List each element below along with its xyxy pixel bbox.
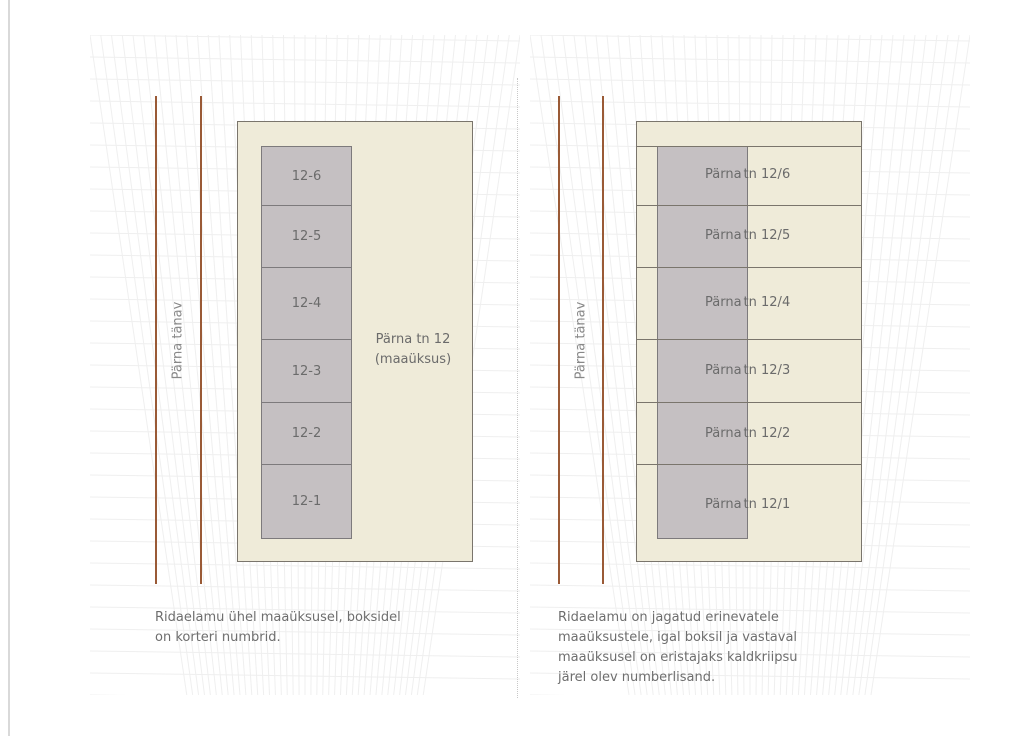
left-road-line-outer bbox=[155, 96, 157, 584]
left-unit-5: 12-5 bbox=[261, 205, 352, 268]
label-part-b: tn 12/5 bbox=[743, 228, 791, 243]
left-parcel-label: Pärna tn 12 (maaüksus) bbox=[358, 330, 468, 370]
label-part-a: Pärna bbox=[705, 363, 742, 378]
unit-label: 12-4 bbox=[291, 296, 322, 311]
left-unit-2: 12-2 bbox=[261, 402, 352, 465]
left-road-line-inner bbox=[200, 96, 202, 584]
caption-line: Ridaelamu ühel maaüksusel, boksidel bbox=[155, 610, 401, 625]
caption-line: maaüksustele, igal boksil ja vastaval bbox=[558, 630, 798, 645]
right-road-line-outer bbox=[558, 96, 560, 584]
parcel-label-line1: Pärna tn 12 bbox=[375, 332, 451, 347]
label-part-a: Pärna bbox=[705, 426, 742, 441]
label-part-a: Pärna bbox=[705, 167, 742, 182]
caption-line: Ridaelamu on jagatud erinevatele bbox=[558, 610, 779, 625]
left-unit-4: 12-4 bbox=[261, 267, 352, 340]
label-part-b: tn 12/3 bbox=[743, 363, 791, 378]
left-unit-3: 12-3 bbox=[261, 339, 352, 403]
right-strip-2 bbox=[636, 402, 862, 465]
label-part-a: Pärna bbox=[705, 497, 742, 512]
caption-line: järel olev numberlisand. bbox=[558, 670, 716, 685]
label-part-b: tn 12/6 bbox=[743, 167, 791, 182]
caption-line: maaüksusel on eristajaks kaldkriipsu bbox=[558, 650, 798, 665]
center-divider bbox=[517, 78, 518, 698]
label-part-a: Pärna bbox=[705, 295, 742, 310]
unit-label: 12-3 bbox=[291, 363, 322, 379]
page-left-rule bbox=[8, 0, 10, 736]
parcel-label-line2: (maaüksus) bbox=[374, 352, 452, 367]
label-part-b: tn 12/1 bbox=[743, 497, 791, 512]
caption-line: on korteri numbrid. bbox=[155, 630, 281, 645]
right-road-line-inner bbox=[602, 96, 604, 584]
left-caption: Ridaelamu ühel maaüksusel, boksidel on k… bbox=[155, 608, 495, 648]
right-gray-column bbox=[657, 146, 748, 539]
left-unit-1: 12-1 bbox=[261, 464, 352, 539]
right-street-label: Pärna tänav bbox=[573, 301, 589, 380]
label-part-b: tn 12/2 bbox=[743, 426, 791, 441]
unit-label: 12-2 bbox=[291, 426, 322, 441]
left-unit-6: 12-6 bbox=[261, 146, 352, 206]
unit-label: 12-5 bbox=[291, 229, 322, 244]
unit-label: 12-6 bbox=[291, 168, 322, 184]
unit-label: 12-1 bbox=[291, 494, 322, 509]
label-part-b: tn 12/4 bbox=[743, 295, 791, 310]
label-part-a: Pärna bbox=[705, 228, 742, 243]
left-street-label: Pärna tänav bbox=[170, 301, 186, 380]
right-caption: Ridaelamu on jagatud erinevatele maaüksu… bbox=[558, 608, 898, 688]
